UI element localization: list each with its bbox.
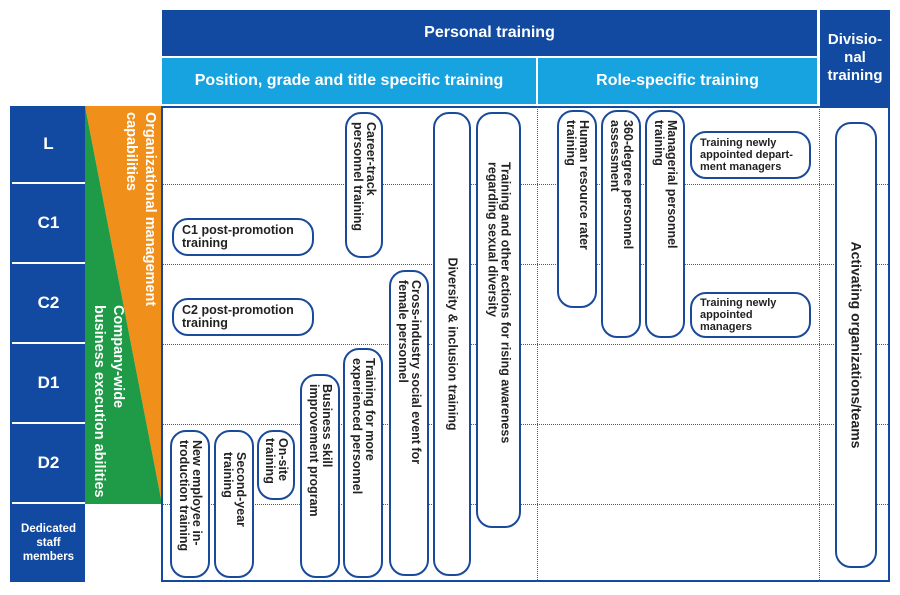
career-track-personnel-training: Career-track personnel training [345, 112, 383, 258]
header-personal-training: Personal training [162, 10, 817, 56]
new-employee-introduction-training: New employee in- troduction training [170, 430, 210, 578]
level-c2-label: C2 [37, 293, 60, 312]
header-role-label: Role-specific training [596, 72, 759, 89]
level-dedicated-label: Dedicated staff members [21, 523, 76, 563]
header-personal-label: Personal training [424, 24, 555, 41]
level-c2: C2 [12, 264, 85, 344]
c2-post-promotion-training: C2 post-promotion training [172, 298, 314, 336]
level-l: L [12, 106, 85, 184]
main-frame [10, 106, 890, 582]
level-d2-label: D2 [37, 453, 60, 472]
level-d1-label: D1 [37, 373, 60, 392]
level-l-label: L [43, 134, 54, 153]
hr-rater-training: Human resource rater training [557, 110, 597, 308]
cross-industry-social-event: Cross-industry social event for female p… [389, 270, 429, 576]
new-department-managers-training: Training newly appointed depart- ment ma… [690, 131, 811, 179]
level-c1: C1 [12, 184, 85, 264]
row-separator-4 [163, 424, 888, 425]
onsite-training: On-site training [257, 430, 295, 500]
business-skill-improvement-program: Business skill improvement program [300, 374, 340, 578]
level-d2: D2 [12, 424, 85, 504]
capability-triangle [85, 106, 162, 504]
sexual-diversity-awareness-training: Training and other actions for rising aw… [476, 112, 521, 528]
experienced-personnel-training: Training for more experienced personnel [343, 348, 383, 578]
row-separator-1 [163, 184, 888, 185]
360-degree-assessment: 360-degree personnel assessment [601, 110, 641, 338]
header-position-specific: Position, grade and title specific train… [162, 58, 536, 104]
diversity-inclusion-training: Diversity & inclusion training [433, 112, 471, 576]
managerial-personnel-training: Managerial personnel training [645, 110, 685, 338]
header-role-specific: Role-specific training [538, 58, 817, 104]
row-separator-5 [163, 504, 888, 505]
triangle-bottom-white [85, 504, 162, 582]
header-divisional-label: Divisio- nal training [827, 31, 883, 84]
c1-post-promotion-training: C1 post-promotion training [172, 218, 314, 256]
execution-triangle [85, 106, 162, 504]
execution-ability-label: Company-wide business execution abilitie… [91, 305, 126, 498]
level-dedicated-staff: Dedicated staff members [12, 504, 85, 582]
row-separator-2 [163, 264, 888, 265]
header-divisional-training: Divisio- nal training [820, 10, 890, 106]
second-year-training: Second-year training [214, 430, 254, 578]
row-separator-3 [163, 344, 888, 345]
management-capability-label: Organizational management capabilities [123, 112, 158, 307]
level-d1: D1 [12, 344, 85, 424]
divider-after-triangle [161, 106, 163, 582]
header-position-label: Position, grade and title specific train… [194, 72, 504, 89]
level-c1-label: C1 [37, 213, 60, 232]
new-managers-training: Training newly appointed managers [690, 292, 811, 338]
activating-organizations-teams: Activating organizations/teams [835, 122, 877, 568]
